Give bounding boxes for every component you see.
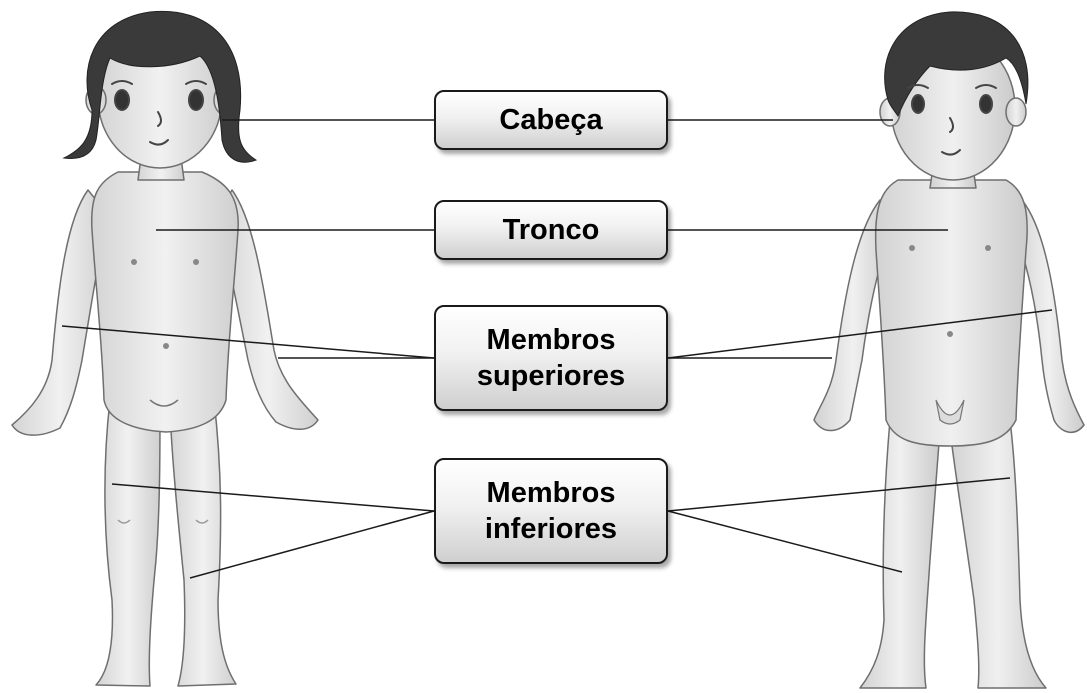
- head-label-text: Cabeça: [499, 104, 603, 136]
- head-label: Cabeça: [434, 90, 668, 150]
- upper-limbs-label: Membros superiores: [434, 305, 668, 411]
- upper-limbs-label-text: Membros superiores: [476, 324, 626, 392]
- girl-figure: [11, 10, 319, 687]
- trunk-label: Tronco: [434, 200, 668, 260]
- girl-torso: [90, 171, 239, 433]
- lower-limbs-label: Membros inferiores: [434, 458, 668, 564]
- girl-left-leg: [95, 399, 161, 687]
- lower-limbs-label-text: Membros inferiores: [484, 477, 618, 545]
- boy-left-leg: [859, 419, 941, 689]
- girl-hair: [62, 10, 258, 163]
- boy-figure: [813, 11, 1085, 689]
- girl-right-arm: [217, 189, 319, 430]
- girl-left-arm: [11, 189, 109, 436]
- boy-torso: [874, 179, 1028, 447]
- boy-right-leg: [949, 419, 1047, 689]
- trunk-label-text: Tronco: [502, 214, 600, 246]
- boy-hair: [884, 11, 1029, 118]
- girl-right-leg: [169, 399, 237, 687]
